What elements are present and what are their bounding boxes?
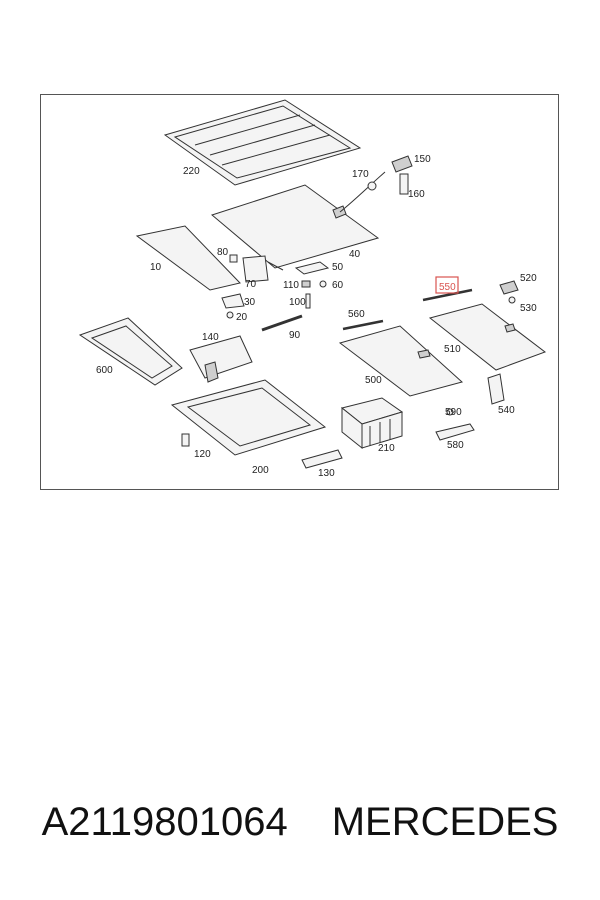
label-600: 600	[96, 365, 113, 376]
label-510: 510	[444, 344, 461, 355]
label-60: 60	[332, 280, 344, 291]
part-510-panel	[428, 303, 547, 371]
label-500: 500	[365, 375, 382, 386]
part-560-rod	[342, 319, 384, 331]
label-30: 30	[244, 297, 256, 308]
label-50: 50	[332, 262, 344, 273]
part-140-bracket	[189, 335, 253, 383]
label-130: 130	[318, 468, 335, 479]
label-560: 560	[348, 309, 365, 320]
label-140: 140	[202, 332, 219, 343]
part-150-160-170-handle	[339, 155, 413, 213]
label-220: 220	[183, 166, 200, 177]
part-220-floor-mat	[163, 99, 362, 186]
label-170: 170	[352, 169, 369, 180]
brand-name: MERCEDES	[331, 800, 559, 844]
label-160: 160	[408, 189, 425, 200]
part-520-530	[499, 280, 519, 304]
part-10-board	[135, 225, 241, 291]
label-550: 550	[439, 282, 456, 293]
part-90-gas-spring	[261, 314, 303, 332]
label-10: 10	[150, 262, 162, 273]
footer-caption: A2119801064 MERCEDES	[0, 800, 600, 870]
part-590-580	[435, 408, 475, 441]
part-130-handle	[301, 449, 343, 469]
part-500-panel	[338, 325, 464, 397]
label-540: 540	[498, 405, 515, 416]
label-530: 530	[520, 303, 537, 314]
part-80-70-hinge	[229, 254, 284, 283]
part-200-tray	[170, 379, 327, 456]
part-550-rod	[422, 276, 473, 302]
part-600-tray	[78, 317, 183, 386]
label-580: 580	[447, 440, 464, 451]
part-40-floor-panel	[210, 184, 380, 269]
label-210: 210	[378, 443, 395, 454]
label-100: 100	[289, 297, 306, 308]
part-210-crate	[340, 397, 404, 450]
label-20: 20	[236, 312, 248, 323]
label-110: 110	[283, 280, 299, 291]
label-40: 40	[349, 249, 361, 260]
label-590: 590	[445, 407, 462, 418]
label-80: 80	[217, 247, 229, 258]
label-120: 120	[194, 449, 211, 460]
label-90: 90	[289, 330, 301, 341]
part-50-lock	[294, 261, 330, 275]
label-520: 520	[520, 273, 537, 284]
part-30-20-bracket	[221, 293, 245, 319]
part-540-bracket	[487, 373, 505, 405]
label-150: 150	[414, 154, 431, 165]
part-120-clip	[181, 433, 190, 447]
label-70: 70	[245, 279, 257, 290]
label-200: 200	[252, 465, 269, 476]
part-number: A2119801064	[41, 800, 288, 844]
part-110-60-100-fasteners	[301, 280, 327, 309]
